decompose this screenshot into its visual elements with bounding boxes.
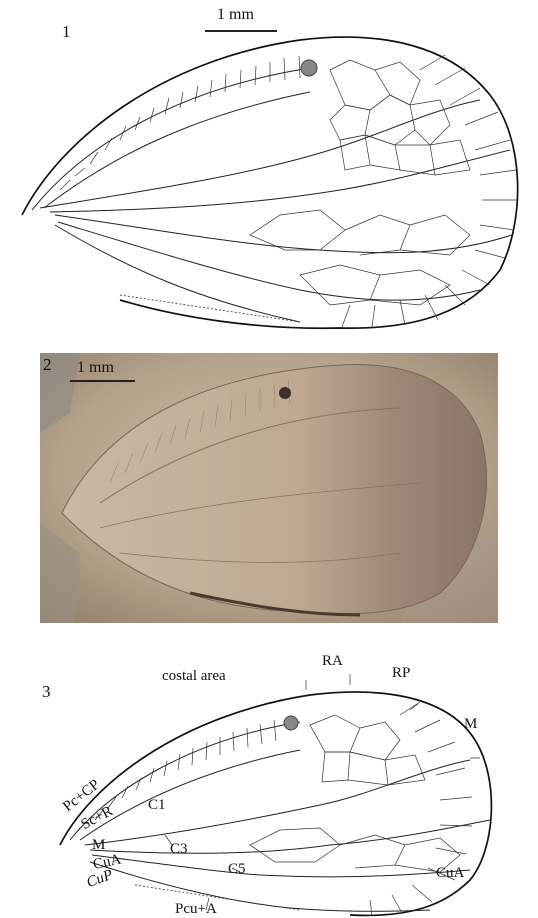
panel-2-number: 2 — [43, 355, 52, 375]
label-rp: RP — [392, 666, 410, 681]
label-cua-right: CuA — [436, 866, 464, 881]
label-m-top: M — [464, 717, 477, 732]
label-pcu-a: Pcu+A — [175, 902, 217, 917]
label-m-left: M — [92, 838, 105, 853]
wing-photograph: 2 1 mm — [40, 353, 498, 623]
panel-2-scale-bar — [70, 380, 135, 382]
label-c1: C1 — [148, 798, 166, 813]
wing-3-stigma — [284, 716, 298, 730]
wing-drawing-1 — [0, 0, 538, 340]
label-costal-area: costal area — [162, 669, 226, 684]
panel-2-scale-label: 1 mm — [77, 359, 114, 377]
wing-3-costal-crossveins — [95, 720, 276, 820]
wing-3-marginal-veinlets — [370, 702, 472, 916]
label-c3: C3 — [170, 842, 188, 857]
panel-1-drawing: 1 1 mm — [0, 0, 538, 340]
label-ra: RA — [322, 654, 343, 669]
wing-3-outline — [60, 692, 491, 915]
wing-3-cells — [250, 715, 460, 872]
fossil-photo — [40, 353, 498, 623]
panel-3-labelled-drawing: 3 costal area RA RP M Pc+CP C1 Sc+R M C3… — [0, 640, 538, 918]
wing-3-leader-lines — [165, 674, 480, 910]
wing-1-stigma — [301, 60, 317, 76]
wing-1-cells — [250, 60, 470, 305]
panel-3-number: 3 — [42, 682, 51, 702]
wing-1-costal-crossveins — [60, 56, 300, 190]
label-c5: C5 — [228, 862, 246, 877]
